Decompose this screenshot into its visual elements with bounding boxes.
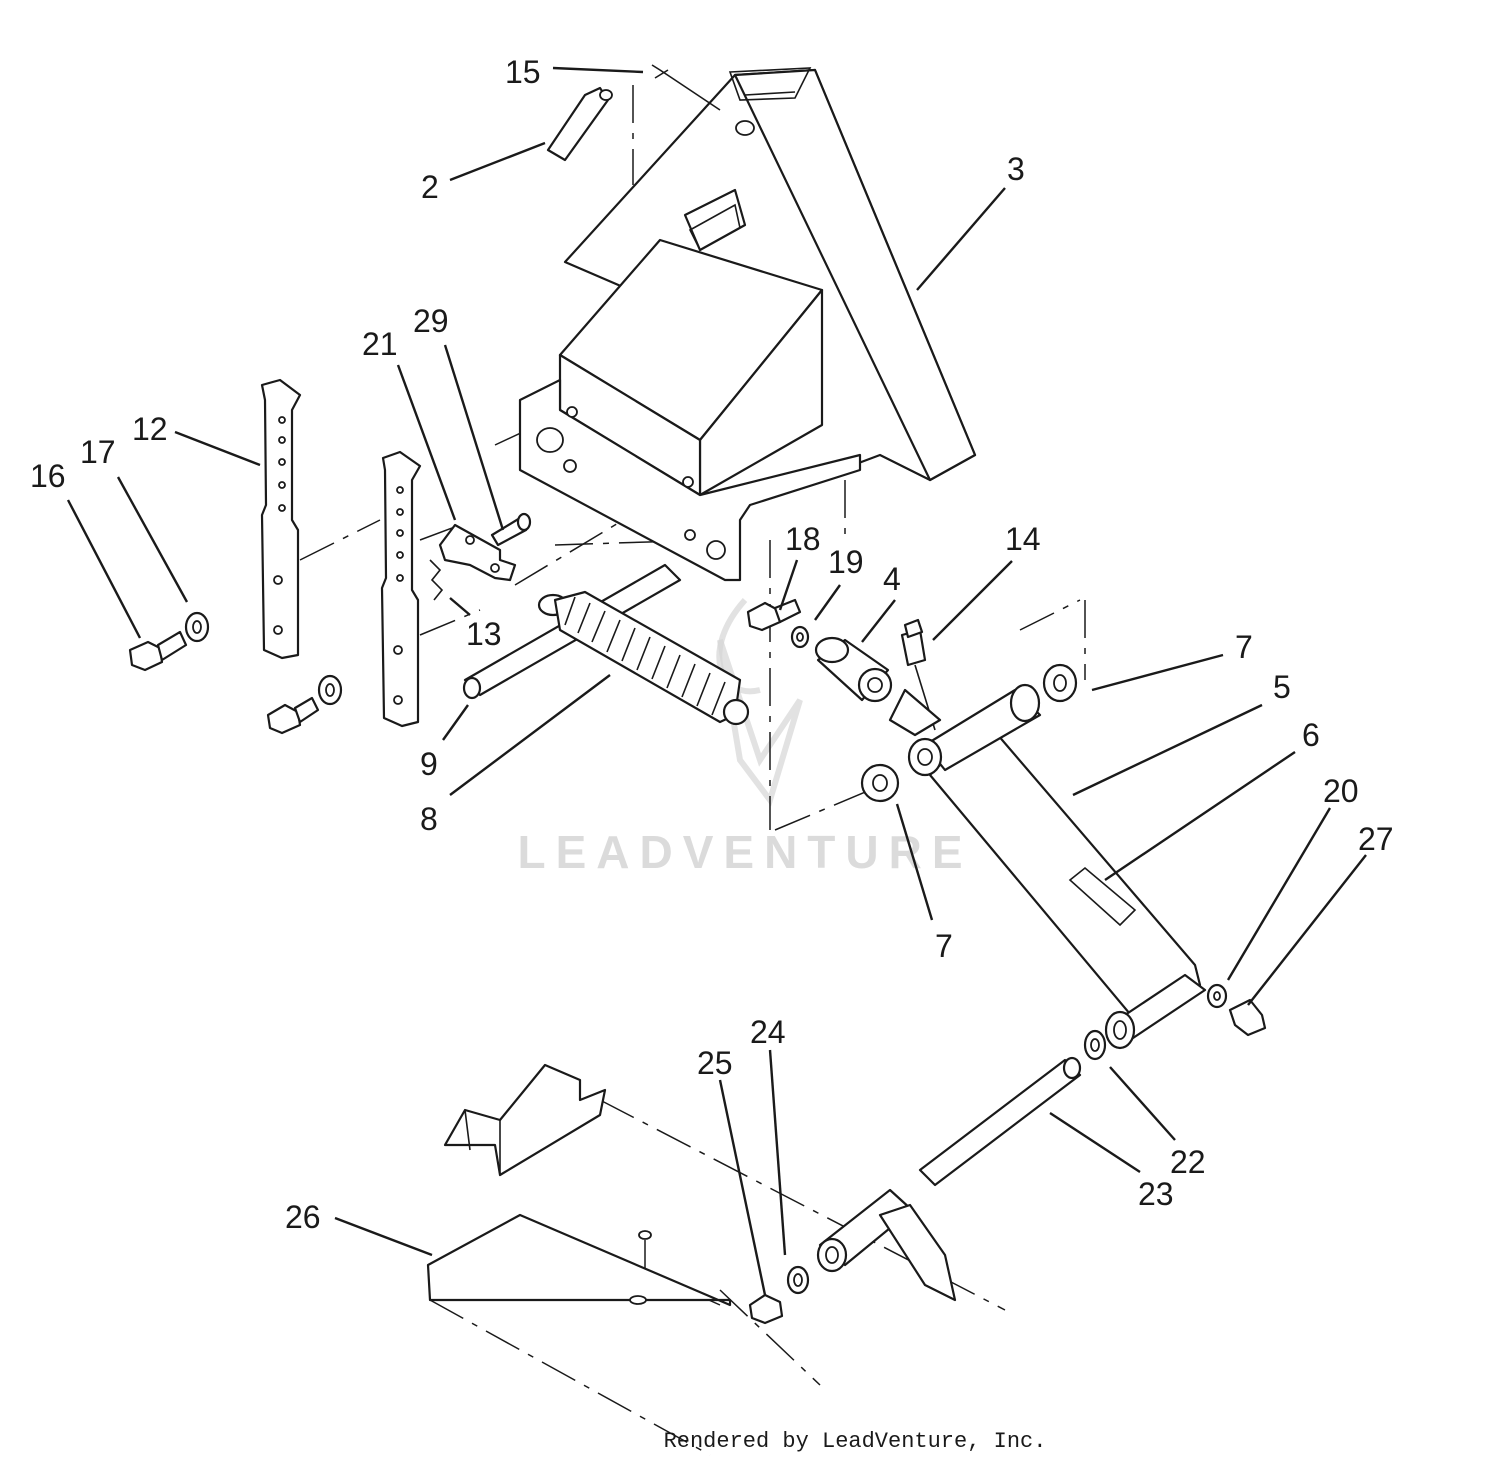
latch-part-21 <box>438 523 517 582</box>
callout-6: 6 <box>1302 717 1320 753</box>
callout-17: 17 <box>80 434 116 470</box>
callout-3: 3 <box>1007 151 1025 187</box>
callout-20: 20 <box>1323 773 1359 809</box>
callout-8: 8 <box>420 801 438 837</box>
callout-19: 19 <box>828 544 864 580</box>
callout-23: 23 <box>1138 1176 1174 1212</box>
callout-15: 15 <box>505 54 541 90</box>
callout-26: 26 <box>285 1199 321 1235</box>
bolt-part-16 <box>128 630 188 672</box>
bushing-part-4 <box>814 636 893 703</box>
bolt-part-27 <box>1228 998 1267 1037</box>
bolt-part-25 <box>748 1293 784 1325</box>
spacer-part-7-lower <box>860 763 900 803</box>
bolt-lower-left <box>266 696 320 735</box>
bolt-part-18 <box>746 598 802 632</box>
watermark-logo-icon <box>716 597 803 807</box>
washer-part-22 <box>1083 1029 1107 1061</box>
bolt-part-29 <box>490 512 532 547</box>
callout-22: 22 <box>1170 1144 1206 1180</box>
callout-18: 18 <box>785 521 821 557</box>
spring-part-8 <box>537 590 750 726</box>
leader-lines <box>66 66 1367 1296</box>
callout-29: 29 <box>413 303 449 339</box>
callout-9: 9 <box>420 746 438 782</box>
shaft-part-23 <box>816 1056 1082 1273</box>
callout-5: 5 <box>1273 669 1291 705</box>
callout-27: 27 <box>1358 821 1394 857</box>
callout-7-upper: 7 <box>1235 629 1253 665</box>
callout-14: 14 <box>1005 521 1041 557</box>
washer-part-24 <box>786 1265 810 1295</box>
washer-lower-left <box>317 674 343 706</box>
callout-24: 24 <box>750 1014 786 1050</box>
seat-box-body <box>518 238 862 582</box>
washer-part-19 <box>790 625 810 649</box>
spacer-part-7-upper <box>1042 663 1078 703</box>
callout-16: 16 <box>30 458 66 494</box>
washer-part-20 <box>1206 983 1228 1009</box>
footer-credit: Rendered by LeadVenture, Inc. <box>664 1429 1047 1454</box>
callout-13: 13 <box>466 616 502 652</box>
callout-2: 2 <box>421 169 439 205</box>
callout-25: 25 <box>697 1045 733 1081</box>
washer-part-17 <box>184 611 210 643</box>
pin-part-2 <box>546 86 613 162</box>
grease-fitting-part-14 <box>900 618 936 731</box>
cotter-part-15 <box>651 64 721 111</box>
callout-7-lower: 7 <box>935 928 953 964</box>
watermark-text: LEADVENTURE <box>517 826 972 878</box>
callout-4: 4 <box>883 561 901 597</box>
callout-12: 12 <box>132 411 168 447</box>
callout-labels: 15 2 3 29 21 12 17 16 18 19 14 4 13 7 5 … <box>30 54 1394 1235</box>
callout-21: 21 <box>362 326 398 362</box>
arm-part-5 <box>888 683 1207 1050</box>
decal-part-6 <box>1068 866 1137 927</box>
spring-clip-part-13 <box>429 559 444 601</box>
adjuster-bar-part-12-rear <box>260 378 302 660</box>
pad-part-26 <box>426 1213 732 1307</box>
adjuster-bar-part-12-front <box>380 450 422 728</box>
lower-bracket <box>443 1063 957 1302</box>
